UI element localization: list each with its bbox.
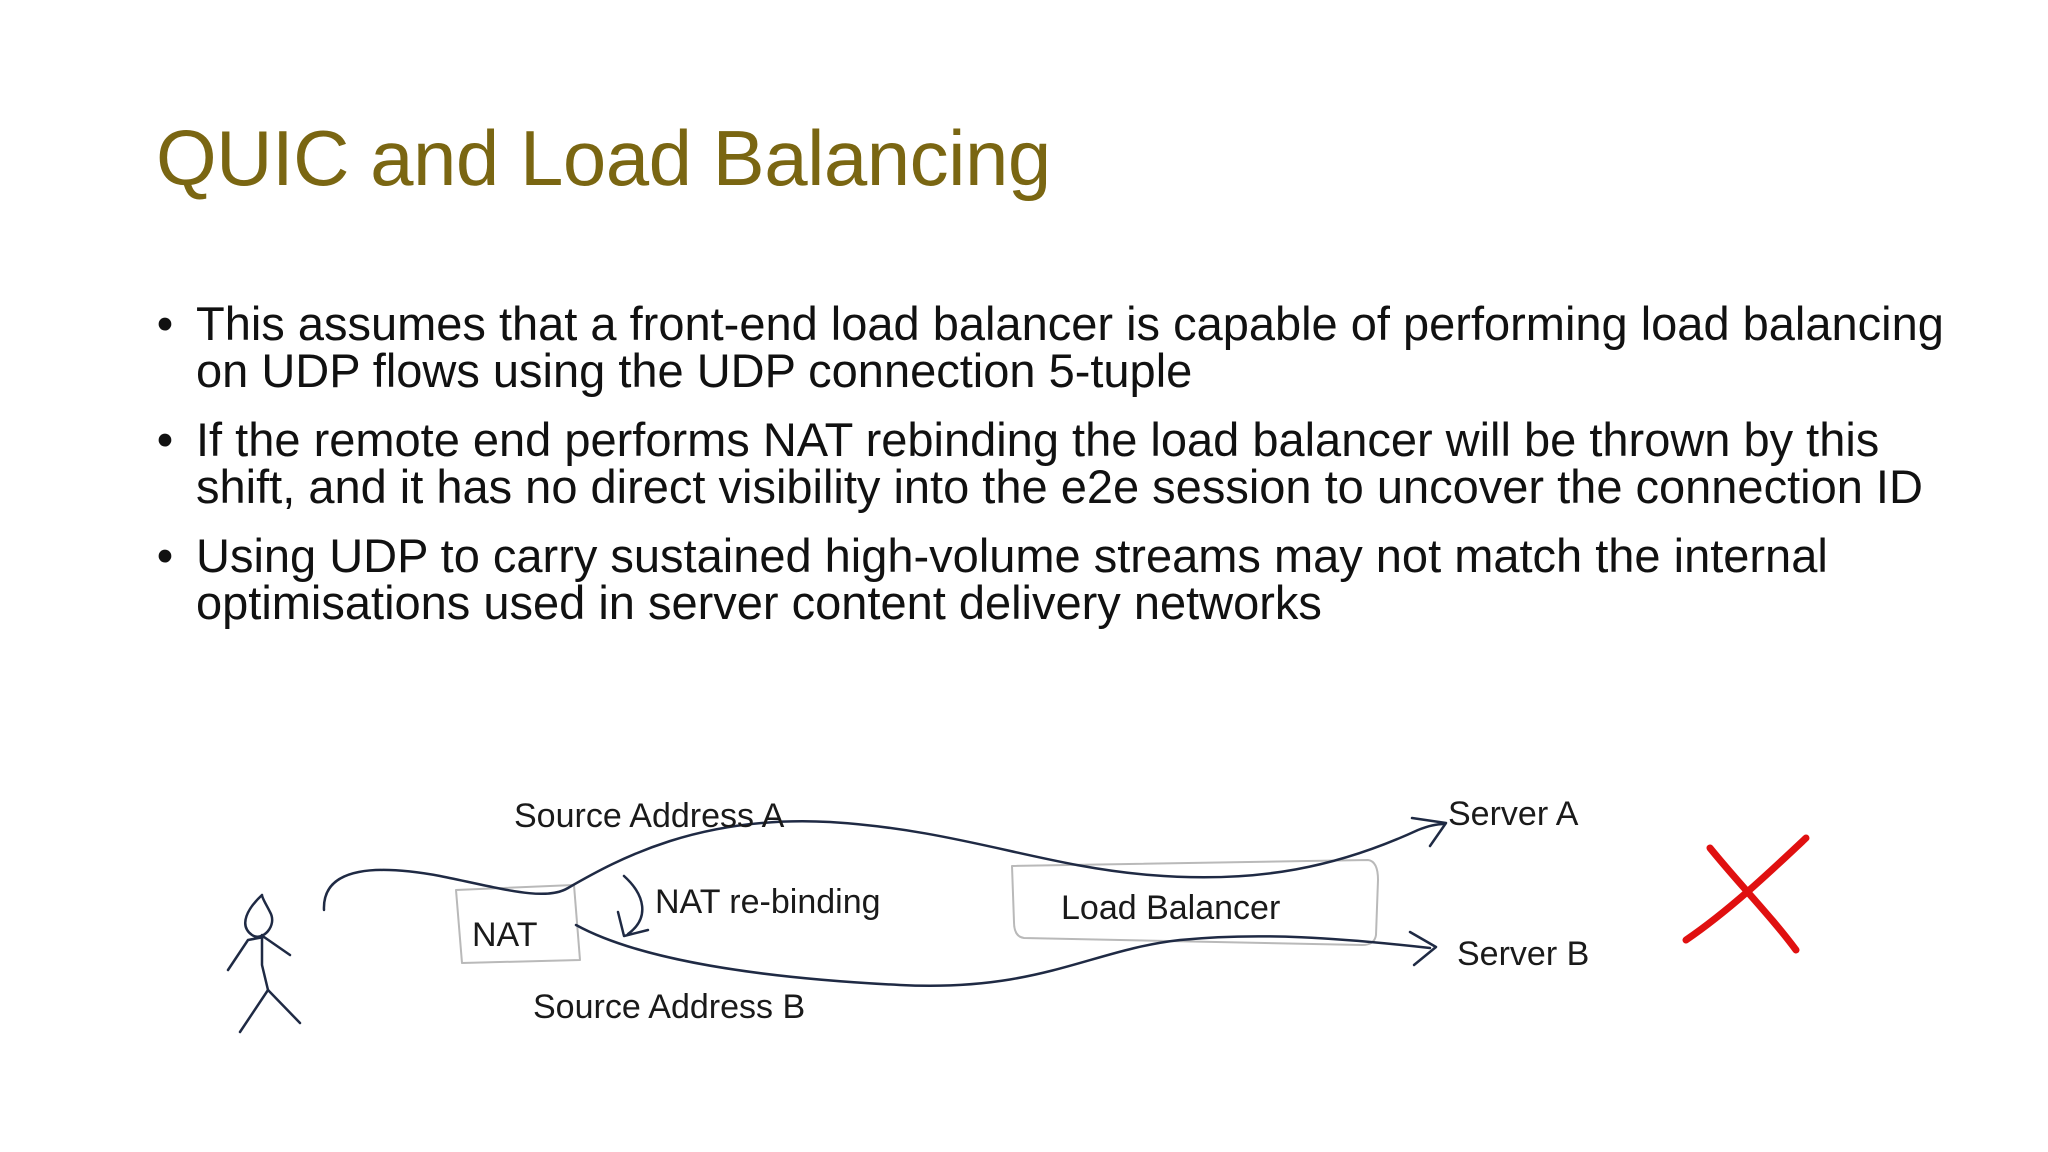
- label-nat: NAT: [472, 916, 538, 954]
- label-nat-rebinding: NAT re-binding: [655, 883, 881, 921]
- bullet-item: • This assumes that a front-end load bal…: [150, 300, 1950, 394]
- bullet-marker: •: [156, 413, 174, 466]
- arrow-server-b: [1408, 930, 1438, 967]
- bullet-marker: •: [156, 297, 174, 350]
- bullet-text: If the remote end performs NAT rebinding…: [196, 413, 1923, 513]
- label-load-balancer: Load Balancer: [1061, 889, 1281, 927]
- slide-title: QUIC and Load Balancing: [156, 114, 1051, 202]
- flow-path-a: [322, 820, 1446, 912]
- label-source-address-a: Source Address A: [514, 797, 785, 835]
- label-server-a: Server A: [1448, 795, 1579, 833]
- bullet-item: • Using UDP to carry sustained high-volu…: [150, 532, 1950, 626]
- flow-path-b: [574, 923, 1432, 987]
- bullet-text: Using UDP to carry sustained high-volume…: [196, 529, 1828, 629]
- arrow-server-a: [1410, 816, 1448, 848]
- rebinding-arrow: [622, 874, 644, 936]
- bullet-text: This assumes that a front-end load balan…: [196, 297, 1944, 397]
- bullet-item: • If the remote end performs NAT rebindi…: [150, 416, 1950, 510]
- stick-figure-icon: [226, 893, 302, 1034]
- red-cross-icon: [1682, 834, 1810, 954]
- bullet-list: • This assumes that a front-end load bal…: [150, 300, 1950, 648]
- bullet-marker: •: [156, 529, 174, 582]
- label-source-address-b: Source Address B: [533, 988, 806, 1026]
- nat-box: [455, 884, 581, 964]
- rebinding-arrowhead: [616, 910, 650, 938]
- label-server-b: Server B: [1457, 935, 1590, 973]
